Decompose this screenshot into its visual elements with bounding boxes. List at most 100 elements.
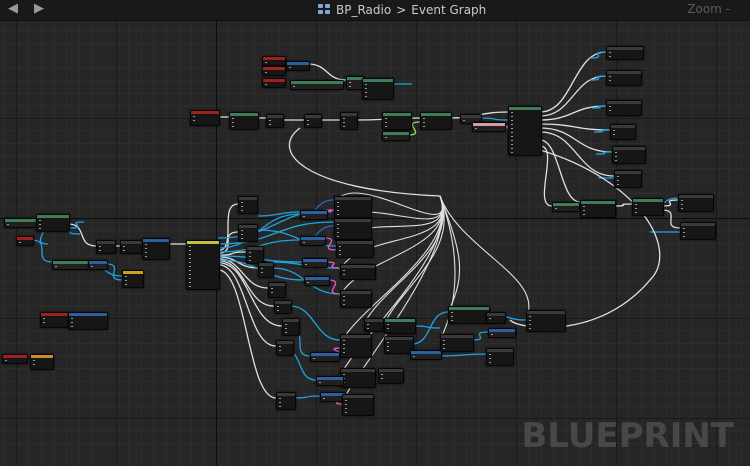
node-pin[interactable] <box>232 118 234 119</box>
node-pin[interactable] <box>339 246 341 247</box>
node-pin[interactable] <box>683 236 685 237</box>
graph-node[interactable] <box>612 146 646 164</box>
graph-node[interactable] <box>262 66 286 76</box>
graph-node[interactable] <box>410 350 442 360</box>
node-pin[interactable] <box>451 320 453 321</box>
node-pin[interactable] <box>511 136 513 137</box>
node-pin[interactable] <box>189 282 191 283</box>
graph-node[interactable] <box>304 276 330 286</box>
graph-node[interactable] <box>186 240 220 290</box>
graph-node[interactable] <box>460 114 482 124</box>
node-pin[interactable] <box>337 236 339 237</box>
graph-node[interactable] <box>36 214 70 232</box>
node-pin[interactable] <box>71 318 73 319</box>
node-pin[interactable] <box>241 202 243 203</box>
node-pin[interactable] <box>609 110 611 111</box>
node-pin[interactable] <box>681 208 683 209</box>
back-button[interactable]: ◀ <box>6 2 20 16</box>
graph-node[interactable] <box>4 218 38 228</box>
node-pin[interactable] <box>683 232 685 233</box>
node-pin[interactable] <box>475 128 477 129</box>
node-pin[interactable] <box>511 128 513 129</box>
node-pin[interactable] <box>305 264 307 265</box>
node-pin[interactable] <box>337 224 339 225</box>
node-pin[interactable] <box>635 208 637 209</box>
graph-node[interactable] <box>486 348 514 366</box>
node-pin[interactable] <box>232 122 234 123</box>
node-pin[interactable] <box>241 234 243 235</box>
node-pin[interactable] <box>609 106 611 107</box>
graph-node[interactable] <box>340 368 376 388</box>
node-pin[interactable] <box>189 246 191 247</box>
node-pin[interactable] <box>365 88 367 89</box>
node-pin[interactable] <box>265 72 267 73</box>
graph-node[interactable] <box>300 210 328 220</box>
node-pin[interactable] <box>269 120 271 121</box>
node-pin[interactable] <box>337 206 339 207</box>
graph-node[interactable] <box>334 218 372 240</box>
graph-node[interactable] <box>96 240 116 254</box>
graph-node[interactable] <box>340 112 358 130</box>
node-pin[interactable] <box>265 62 267 63</box>
graph-node[interactable] <box>190 110 220 126</box>
node-pin[interactable] <box>609 52 611 53</box>
forward-button[interactable]: ▶ <box>32 2 46 16</box>
node-pin[interactable] <box>189 266 191 267</box>
node-pin[interactable] <box>303 242 305 243</box>
node-pin[interactable] <box>343 340 345 341</box>
node-pin[interactable] <box>293 86 295 87</box>
node-pin[interactable] <box>285 328 287 329</box>
node-pin[interactable] <box>511 120 513 121</box>
node-pin[interactable] <box>343 300 345 301</box>
node-pin[interactable] <box>343 382 345 383</box>
graph-node[interactable] <box>488 328 516 338</box>
node-pin[interactable] <box>451 316 453 317</box>
graph-node[interactable] <box>526 310 566 332</box>
node-pin[interactable] <box>249 256 251 257</box>
node-pin[interactable] <box>367 328 369 329</box>
node-pin[interactable] <box>615 156 617 157</box>
node-pin[interactable] <box>39 228 41 229</box>
graph-node[interactable] <box>310 352 340 362</box>
node-pin[interactable] <box>285 332 287 333</box>
graph-node[interactable] <box>632 198 664 216</box>
node-pin[interactable] <box>33 364 35 365</box>
graph-node[interactable] <box>276 340 294 356</box>
node-pin[interactable] <box>381 374 383 375</box>
node-pin[interactable] <box>491 334 493 335</box>
node-pin[interactable] <box>303 216 305 217</box>
graph-node[interactable] <box>229 112 259 130</box>
node-pin[interactable] <box>39 220 41 221</box>
node-pin[interactable] <box>337 228 339 229</box>
graph-node[interactable] <box>282 318 300 336</box>
graph-node[interactable] <box>238 196 258 214</box>
node-pin[interactable] <box>345 400 347 401</box>
graph-node[interactable] <box>302 258 328 268</box>
node-pin[interactable] <box>337 214 339 215</box>
node-pin[interactable] <box>343 304 345 305</box>
node-pin[interactable] <box>343 274 345 275</box>
node-pin[interactable] <box>345 408 347 409</box>
node-pin[interactable] <box>609 76 611 77</box>
node-pin[interactable] <box>145 248 147 249</box>
graph-node[interactable] <box>286 61 310 71</box>
node-pin[interactable] <box>189 286 191 287</box>
node-pin[interactable] <box>681 200 683 201</box>
graph-node[interactable] <box>508 106 542 156</box>
node-pin[interactable] <box>125 280 127 281</box>
node-pin[interactable] <box>55 266 57 267</box>
graph-node[interactable] <box>68 312 108 330</box>
node-pin[interactable] <box>451 312 453 313</box>
node-pin[interactable] <box>385 122 387 123</box>
node-pin[interactable] <box>511 140 513 141</box>
graph-node[interactable] <box>606 70 642 86</box>
node-pin[interactable] <box>91 266 93 267</box>
node-pin[interactable] <box>337 210 339 211</box>
node-pin[interactable] <box>99 246 101 247</box>
node-pin[interactable] <box>5 360 7 361</box>
graph-node[interactable] <box>52 260 90 270</box>
node-pin[interactable] <box>337 202 339 203</box>
node-pin[interactable] <box>279 402 281 403</box>
node-pin[interactable] <box>19 242 21 243</box>
node-pin[interactable] <box>385 137 387 138</box>
